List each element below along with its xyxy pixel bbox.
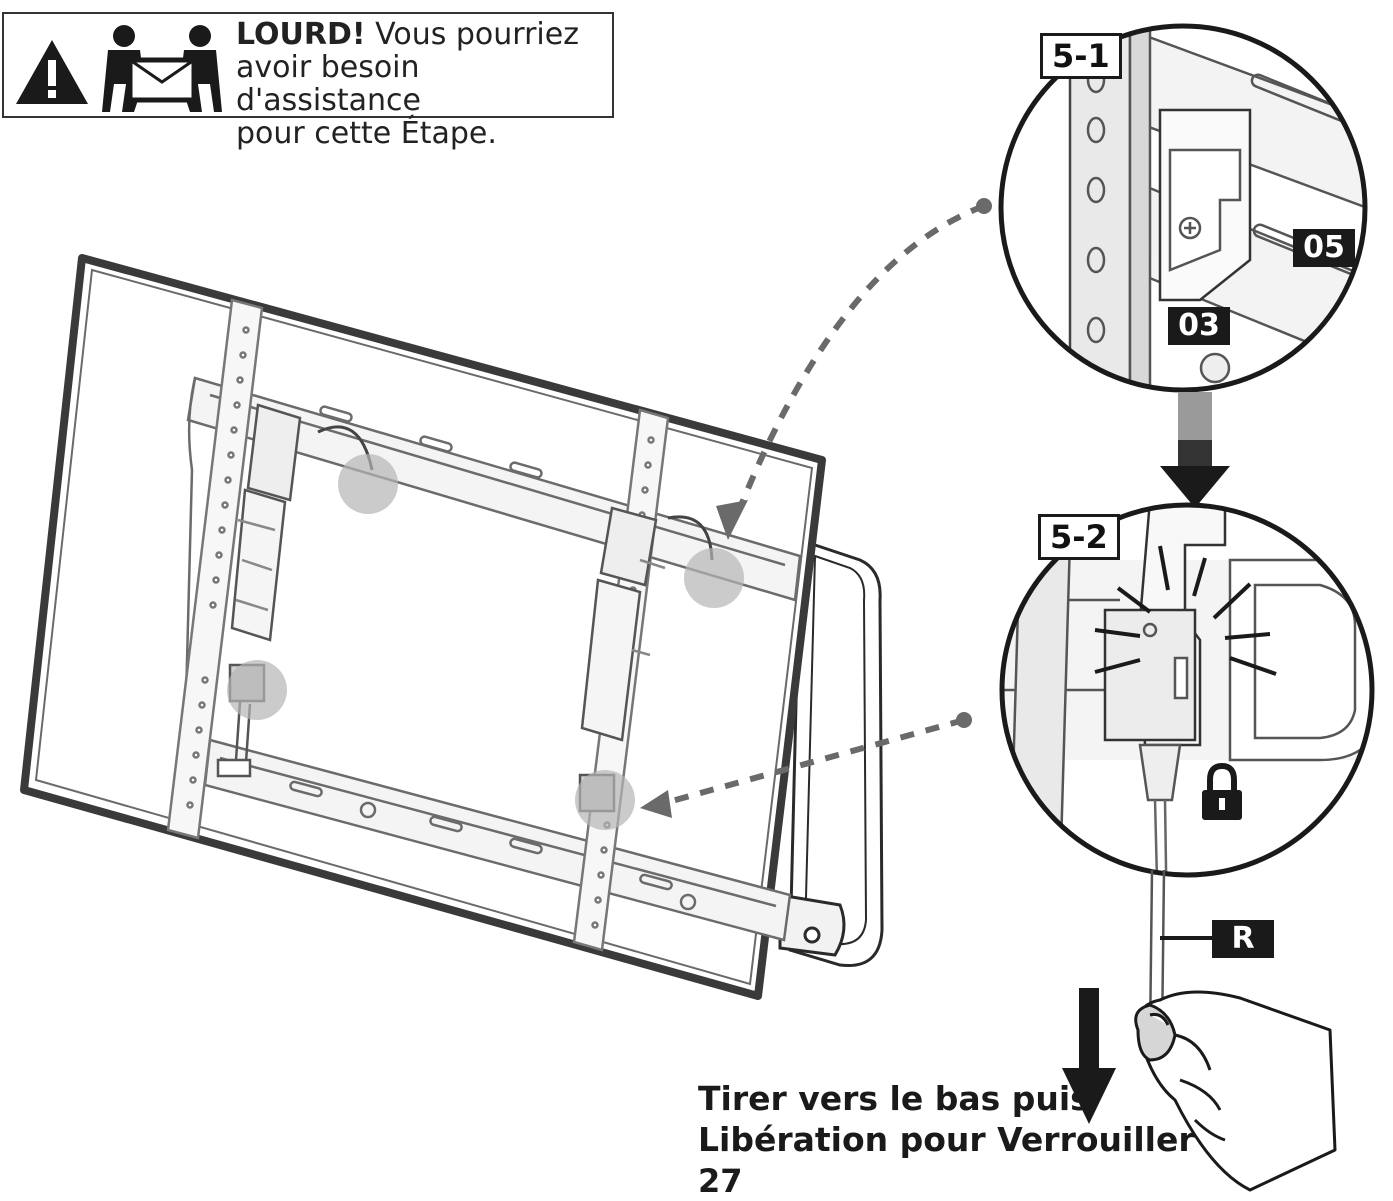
leader-lines [667,203,986,805]
warning-line-1: LOURD! Vous pourriez [236,18,612,51]
hand-illustration [1134,990,1337,1192]
instruction-line-1: Tirer vers le bas puis [698,1079,1090,1118]
lock-icon [1202,762,1242,820]
heavy-warning-box: LOURD! Vous pourriez avoir besoin d'assi… [2,12,614,150]
warning-text: LOURD! Vous pourriez avoir besoin d'assi… [236,18,612,150]
instruction-line-2: Libération pour Verrouiller [698,1120,1195,1159]
warning-line-1-rest: Vous pourriez [365,17,579,52]
leader-arrowhead-lower [640,790,672,818]
warning-line-3: pour cette Étape. [236,116,497,151]
highlight-spots [227,454,744,830]
leader-arrowhead-upper [716,500,748,540]
transition-arrow-down [1160,392,1230,508]
step-label-5-2: 5-2 [1038,514,1120,560]
step-label-5-1: 5-1 [1040,33,1122,79]
detail-circle-5-1 [998,23,1368,393]
two-person-lift-icon [102,25,222,112]
instruction-text: Tirer vers le bas puis Libération pour V… [698,1078,1195,1160]
warning-triangle-icon [16,40,88,104]
warning-line-2: avoir besoin d'assistance [236,50,422,118]
page-number: 27 [698,1162,743,1200]
part-tag-05: 05 [1293,229,1355,267]
warning-heavy-label: LOURD! [236,17,366,52]
part-tag-03: 03 [1168,307,1230,345]
leader-dots [956,198,992,728]
detail-circle-5-2 [999,502,1375,878]
arrow-down-icon [1062,988,1116,1124]
tv-rail-left [166,298,264,840]
part-tag-r: R [1212,920,1274,958]
